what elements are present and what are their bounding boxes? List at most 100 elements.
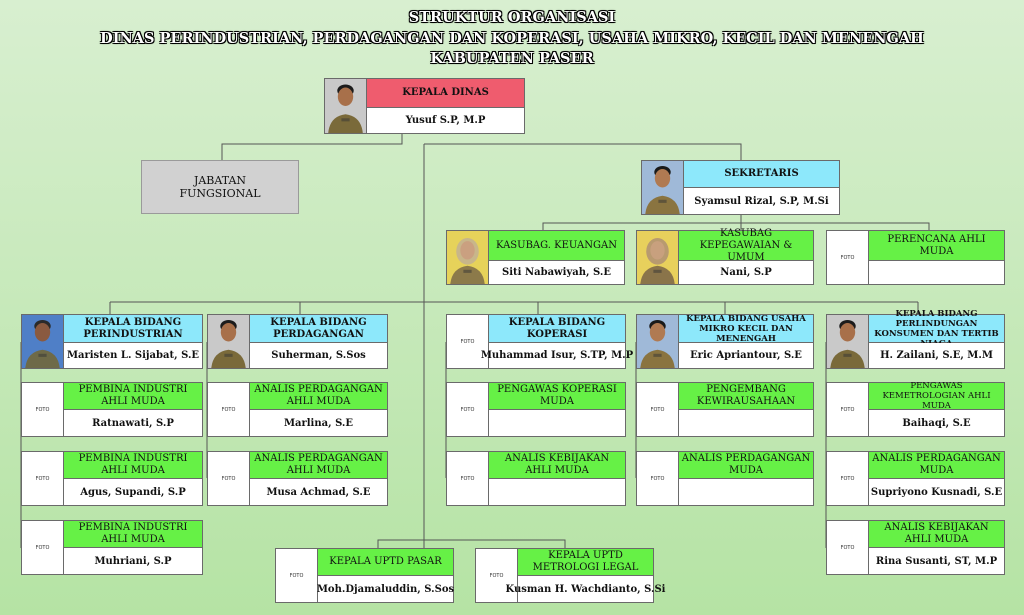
position-title: KEPALA BIDANG PERINDUSTRIAN	[64, 315, 202, 343]
position-title: ANALIS PERDAGANGAN AHLI MUDA	[250, 383, 387, 410]
photo	[208, 315, 250, 368]
position-title: ANALIS KEBIJAKAN AHLI MUDA	[489, 452, 625, 479]
person-name: Syamsul Rizal, S.P, M.Si	[684, 188, 839, 214]
photo-label: FOTO	[289, 572, 304, 579]
photo-label: FOTO	[35, 406, 50, 413]
person-name: Marlina, S.E	[250, 410, 387, 436]
position-title: ANALIS KEBIJAKAN AHLI MUDA	[869, 521, 1004, 548]
person-name: Moh.Djamaluddin, S.Sos	[317, 576, 454, 602]
person-name: Nani, S.P	[679, 261, 813, 284]
photo-placeholder: FOTO	[276, 549, 318, 602]
photo-label: FOTO	[460, 406, 475, 413]
chart-title-line2: DINAS PERINDUSTRIAN, PERDAGANGAN DAN KOP…	[100, 30, 924, 47]
photo	[642, 161, 684, 214]
position-title: KEPALA BIDANG USAHA MIKRO KECIL DAN MENE…	[679, 314, 813, 344]
photo	[22, 315, 64, 368]
photo	[447, 231, 489, 284]
person-name	[679, 479, 813, 505]
photo-placeholder: FOTO	[22, 383, 64, 436]
position-title: ANALIS PERDAGANGAN MUDA	[869, 452, 1004, 479]
person-name: Supriyono Kusnadi, S.E	[869, 479, 1004, 505]
person-name	[489, 410, 625, 436]
person-name: Muhriani, S.P	[64, 548, 202, 574]
person-name: Kusman H. Wachdianto, S.Si	[506, 576, 665, 602]
photo-placeholder: FOTO	[208, 452, 250, 505]
person-name: Muhammad Isur, S.TP, M.P	[481, 343, 633, 368]
photo-placeholder: FOTO	[827, 521, 869, 574]
position-title: PENGAWAS KOPERASI MUDA	[489, 383, 625, 410]
position-title: KASUBAG KEPEGAWAIAN & UMUM	[679, 228, 813, 263]
person-name: Rina Susanti, ST, M.P	[869, 548, 1004, 574]
photo-label: FOTO	[221, 475, 236, 482]
photo-label: FOTO	[840, 406, 855, 413]
position-title: SEKRETARIS	[684, 161, 839, 188]
photo-label: FOTO	[840, 475, 855, 482]
position-title: PENGAWAS KEMETROLOGIAN AHLI MUDA	[869, 381, 1004, 411]
person-name: H. Zailani, S.E, M.M	[869, 343, 1004, 368]
staff-box-4-2: FOTO ANALIS PERDAGANGAN MUDA	[636, 451, 814, 506]
position-title: ANALIS PERDAGANGAN MUDA	[679, 452, 813, 479]
photo-placeholder: FOTO	[827, 452, 869, 505]
position-title: KEPALA UPTD METROLOGI LEGAL	[518, 549, 653, 576]
photo	[325, 79, 367, 133]
person-name: Ratnawati, S.P	[64, 410, 202, 436]
photo-label: FOTO	[35, 475, 50, 482]
person-name	[679, 410, 813, 436]
photo-placeholder: FOTO	[447, 452, 489, 505]
photo-placeholder: FOTO	[22, 521, 64, 574]
photo-placeholder: FOTO	[208, 383, 250, 436]
photo-label: FOTO	[840, 544, 855, 551]
position-title: KEPALA BIDANG PERLINDUNGAN KONSUMEN DAN …	[869, 309, 1004, 349]
photo-placeholder: FOTO	[827, 383, 869, 436]
person-name	[489, 479, 625, 505]
photo-label: FOTO	[460, 338, 475, 345]
photo-label: FOTO	[650, 475, 665, 482]
person-name: Yusuf S.P, M.P	[367, 108, 524, 133]
position-title: ANALIS PERDAGANGAN AHLI MUDA	[250, 452, 387, 479]
person-name: Siti Nabawiyah, S.E	[489, 261, 624, 284]
position-title: KASUBAG. KEUANGAN	[489, 231, 624, 261]
staff-box-3-1: FOTO PENGAWAS KOPERASI MUDA	[446, 382, 626, 437]
photo-placeholder: FOTO	[637, 452, 679, 505]
photo-placeholder: FOTO	[637, 383, 679, 436]
photo-placeholder: FOTO	[476, 549, 518, 602]
position-title: PEMBINA INDUSTRI AHLI MUDA	[64, 452, 202, 479]
photo-label: FOTO	[650, 406, 665, 413]
position-title: KEPALA BIDANG PERDAGANGAN	[250, 315, 387, 343]
kepala-bidang-box-5: KEPALA BIDANG PERLINDUNGAN KONSUMEN DAN …	[826, 309, 1005, 369]
kepala-bidang-box-4: KEPALA BIDANG USAHA MIKRO KECIL DAN MENE…	[636, 314, 814, 369]
position-title: KEPALA BIDANG KOPERASI	[489, 315, 625, 343]
person-name	[869, 261, 1004, 284]
person-name: Eric Apriantour, S.E	[679, 343, 813, 368]
photo	[827, 315, 869, 368]
person-name: Maristen L. Sijabat, S.E	[64, 343, 202, 368]
person-name: Suherman, S.Sos	[250, 343, 387, 368]
photo-placeholder: FOTO	[827, 231, 869, 284]
person-name: Agus, Supandi, S.P	[64, 479, 202, 505]
photo-label: FOTO	[840, 254, 855, 261]
position-title: PEMBINA INDUSTRI AHLI MUDA	[64, 521, 202, 548]
photo-label: FOTO	[489, 572, 504, 579]
chart-title-line1: STRUKTUR ORGANISASI	[408, 9, 616, 26]
position-title: PEMBINA INDUSTRI AHLI MUDA	[64, 383, 202, 410]
photo	[637, 315, 679, 368]
